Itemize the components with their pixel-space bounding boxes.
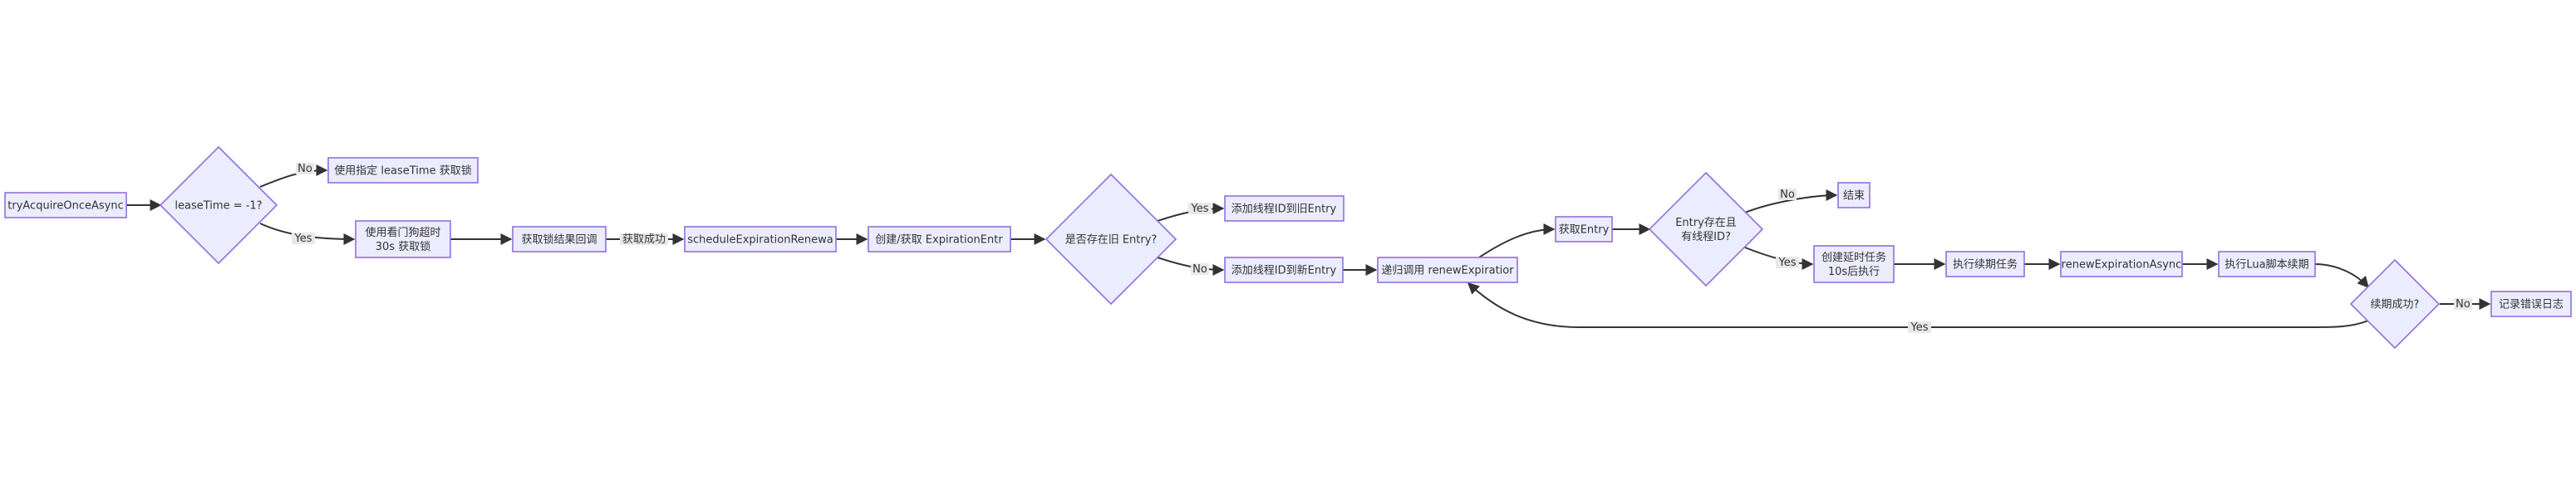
- node-run-lua: 执行Lua脚本续期: [2218, 251, 2316, 277]
- node-renew-check: 续期成功?: [2349, 258, 2441, 350]
- edge-label-old-yes: Yes: [1188, 203, 1212, 215]
- edge-label-entry-yes: Yes: [1776, 257, 1799, 269]
- edge-lease-check-no: [259, 164, 328, 188]
- edge-renew-check-yes-loop: [1467, 282, 2369, 328]
- edge-lua-to-renew-check: [2314, 263, 2369, 289]
- edge-old-check-no: [1157, 257, 1225, 276]
- node-label: 添加线程ID到新Entry: [1231, 264, 1337, 277]
- node-entry-check: Entry存在且 有线程ID?: [1648, 171, 1764, 287]
- edge-label-lease-yes: Yes: [292, 233, 315, 245]
- node-label: leaseTime = -1?: [175, 200, 262, 213]
- node-old-entry-check: 是否存在旧 Entry?: [1045, 173, 1177, 306]
- node-label-line-2: 10s后执行: [1828, 266, 1880, 278]
- node-use-watchdog: 使用看门狗超时 30s 获取锁: [355, 220, 451, 258]
- node-label: 添加线程ID到旧Entry: [1231, 203, 1337, 216]
- edge-entry-check-no: [1744, 189, 1838, 213]
- edge-label-text: Yes: [1910, 321, 1929, 334]
- node-lock-callback: 获取锁结果回调: [512, 226, 607, 252]
- node-label: 是否存在旧 Entry?: [1065, 234, 1158, 247]
- node-label: scheduleExpirationRenewa: [687, 234, 833, 247]
- edge-label-text: Yes: [294, 233, 312, 245]
- edge-label-acquired: 获取成功: [620, 233, 668, 246]
- node-start: tryAcquireOnceAsync: [4, 192, 127, 218]
- edge-recursive-to-get-entry: [1478, 223, 1556, 258]
- edge-label-entry-no: No: [1778, 189, 1797, 201]
- node-renew-async: renewExpirationAsync: [2060, 251, 2183, 277]
- edge-label-text: 获取成功: [622, 233, 666, 246]
- node-label: 续期成功?: [2371, 299, 2420, 311]
- edge-label-text: Yes: [1778, 257, 1797, 269]
- node-label: 获取锁结果回调: [521, 233, 597, 247]
- node-add-old: 添加线程ID到旧Entry: [1224, 195, 1345, 222]
- node-label-line-1: Entry存在且: [1675, 217, 1737, 229]
- edge-label-lease-no: No: [296, 163, 314, 175]
- node-label: 获取Entry: [1559, 224, 1610, 237]
- node-recursive-renew: 递归调用 renewExpiratior: [1377, 257, 1518, 283]
- node-schedule-renewal: scheduleExpirationRenewa: [684, 226, 837, 252]
- node-label: 记录错误日志: [2499, 299, 2564, 311]
- node-label: 执行续期任务: [1953, 258, 2018, 272]
- node-label: renewExpirationAsync: [2062, 259, 2182, 272]
- nodes: tryAcquireOnceAsync leaseTime = -1? 使用指定…: [4, 145, 2572, 350]
- node-label-line-2: 30s 获取锁: [376, 240, 430, 253]
- edges: [126, 164, 2491, 328]
- node-label-line-1: 创建延时任务: [1821, 251, 1886, 264]
- node-label: 使用指定 leaseTime 获取锁: [334, 164, 471, 178]
- node-label: 结束: [1843, 190, 1865, 203]
- edge-label-renew-yes: Yes: [1908, 321, 1931, 334]
- node-get-entry: 获取Entry: [1555, 216, 1613, 243]
- node-label: 执行Lua脚本续期: [2225, 258, 2308, 272]
- node-label: tryAcquireOnceAsync: [7, 200, 123, 213]
- node-label-line-1: 使用看门狗超时: [365, 226, 440, 239]
- edge-labels: No Yes 获取成功 Yes No No Yes No: [292, 163, 2472, 334]
- edge-label-text: Yes: [1191, 203, 1209, 215]
- edge-label-text: No: [1192, 263, 1207, 276]
- node-end: 结束: [1837, 182, 1871, 208]
- node-label-line-2: 有线程ID?: [1681, 231, 1731, 243]
- edge-label-renew-no: No: [2454, 298, 2472, 311]
- node-label: 递归调用 renewExpiratior: [1381, 265, 1514, 277]
- edge-label-text: No: [2456, 298, 2470, 311]
- node-log-error: 记录错误日志: [2490, 291, 2572, 317]
- node-run-task: 执行续期任务: [1945, 251, 2025, 277]
- node-use-lease: 使用指定 leaseTime 获取锁: [327, 157, 479, 184]
- node-lease-check: leaseTime = -1?: [159, 145, 278, 265]
- node-create-entry: 创建/获取 ExpirationEntr: [868, 226, 1011, 252]
- edge-label-text: No: [1780, 189, 1795, 201]
- edge-label-text: No: [297, 163, 312, 175]
- node-label: 创建/获取 ExpirationEntr: [875, 234, 1003, 247]
- node-add-new: 添加线程ID到新Entry: [1224, 257, 1344, 283]
- node-create-task: 创建延时任务 10s后执行: [1813, 245, 1895, 283]
- edge-label-old-no: No: [1191, 263, 1209, 276]
